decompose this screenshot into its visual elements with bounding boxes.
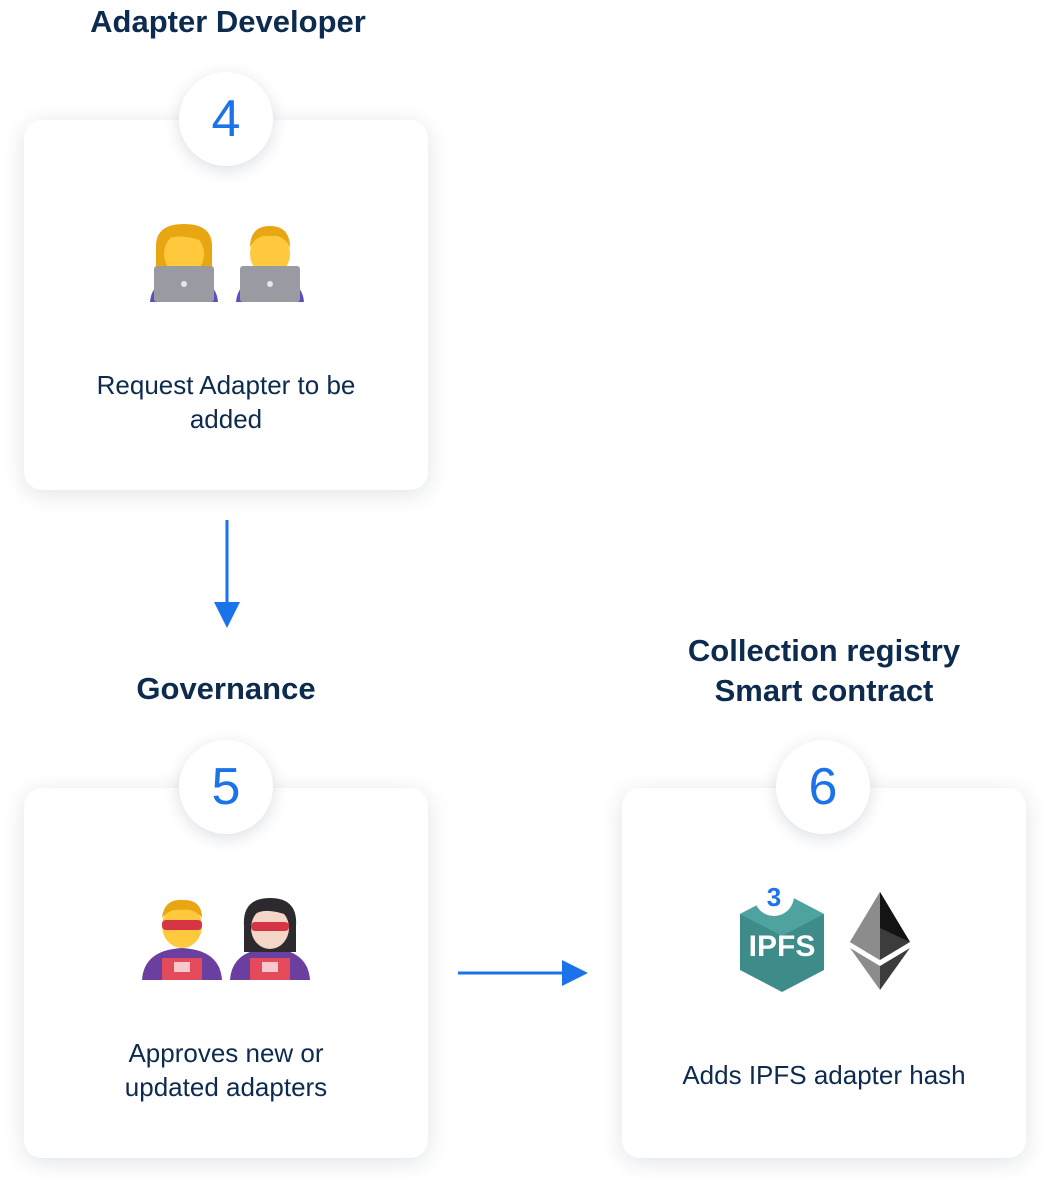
developer-emoji-icon: [150, 224, 304, 302]
step-4-number-badge: 4: [179, 72, 273, 166]
down-arrow-icon: [214, 520, 240, 628]
woman-technologist-icon: [150, 224, 218, 302]
step-6-number-badge: 6: [776, 740, 870, 834]
ipfs-logo-icon: IPFS 3: [740, 876, 824, 992]
step-6-title-line-1: Collection registry: [687, 633, 961, 668]
woman-superhero-icon: [230, 898, 310, 980]
step-4-card: Request Adapter to be added: [24, 120, 428, 490]
man-superhero-icon: [142, 899, 222, 980]
step-6-description: Adds IPFS adapter hash: [682, 1060, 966, 1090]
step-4-description: Request Adapter to be added: [96, 370, 356, 434]
superhero-emoji-icon: [142, 898, 310, 980]
step-5-number-badge: 5: [179, 740, 273, 834]
step-6-title: Collection registry Smart contract: [622, 631, 1026, 711]
ipfs-badge-number: 3: [767, 882, 781, 912]
step-4-title: Adapter Developer: [90, 4, 366, 39]
step-5-description: Approves new or updated adapters: [124, 1038, 328, 1102]
step-5-card: Approves new or updated adapters: [24, 788, 428, 1158]
step-6-title-line-2: Smart contract: [714, 673, 934, 708]
step-6-card: IPFS 3 Adds IPFS adapter hash: [622, 788, 1026, 1158]
right-arrow-icon: [458, 960, 588, 986]
ethereum-logo-icon: [850, 892, 910, 990]
man-technologist-icon: [236, 226, 304, 302]
step-5-title: Governance: [136, 671, 316, 706]
ipfs-logo-label: IPFS: [749, 930, 816, 963]
